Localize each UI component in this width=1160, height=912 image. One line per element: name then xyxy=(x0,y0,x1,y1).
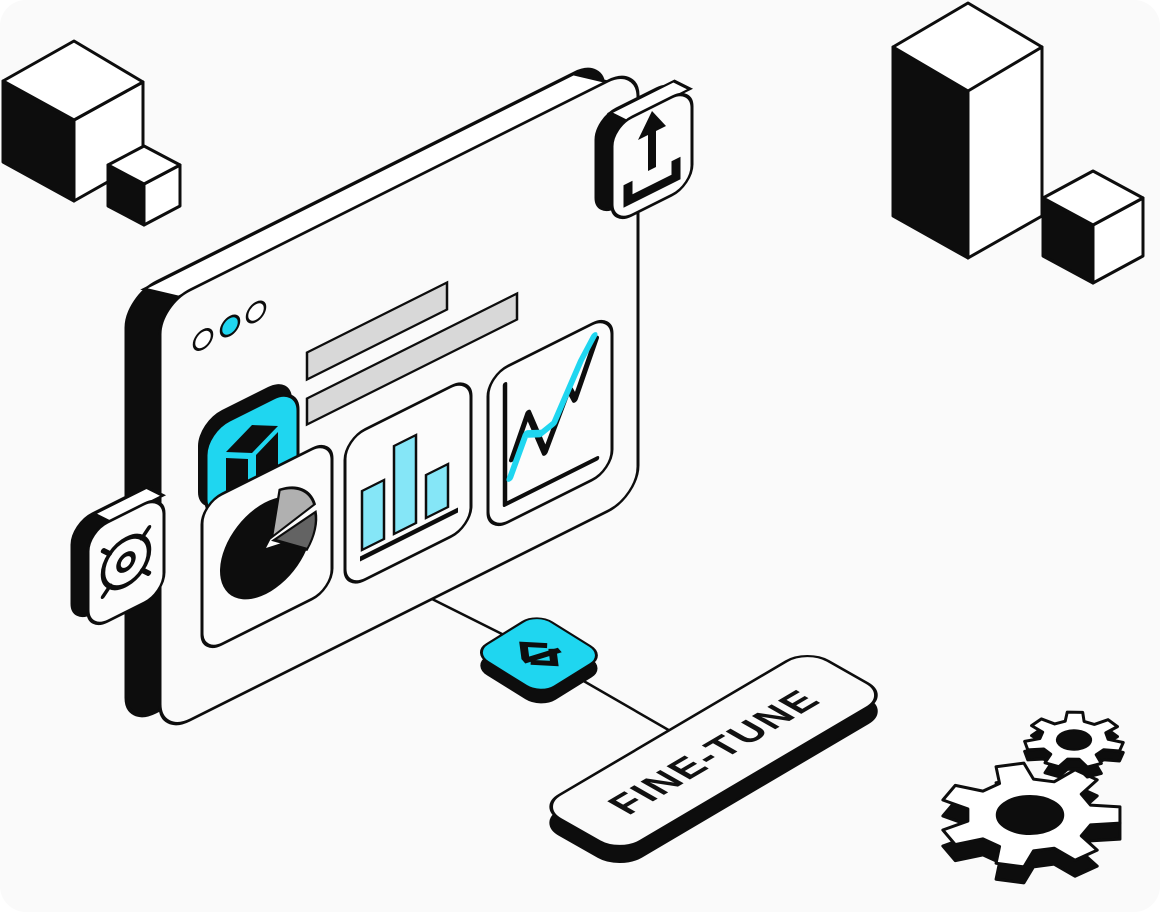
bar-chart-icon xyxy=(360,433,458,562)
decor-blocks-top-right xyxy=(891,1,1145,285)
decor-cubes-top-left xyxy=(1,39,182,227)
cube-icon xyxy=(106,144,182,227)
bar-chart-card[interactable] xyxy=(343,377,473,590)
pie-slice-secondary xyxy=(270,486,317,540)
upload-card[interactable] xyxy=(594,71,694,233)
code-chip[interactable] xyxy=(473,613,605,708)
upload-card-top-band xyxy=(606,79,694,123)
line-chart-card[interactable] xyxy=(486,314,614,532)
mini-bar xyxy=(424,462,450,520)
traffic-dot[interactable] xyxy=(192,326,214,353)
tall-block xyxy=(891,1,1044,260)
upload-icon xyxy=(623,111,681,208)
connector-window-to-code xyxy=(431,597,511,640)
gear-icon-large xyxy=(943,763,1120,883)
pie-slice-primary xyxy=(220,496,312,600)
spark-line-cyan xyxy=(506,332,598,482)
mini-bar xyxy=(360,478,386,552)
placeholder-bar xyxy=(305,291,519,427)
connector-code-to-finetune xyxy=(567,670,673,734)
cube-icon xyxy=(1041,169,1145,285)
placeholder-text-bars xyxy=(305,280,519,427)
traffic-dot[interactable] xyxy=(245,299,267,326)
pie-slice-tertiary xyxy=(271,510,318,551)
gear-icon-small xyxy=(1016,706,1133,784)
fine-tune-button[interactable]: FINE-TUNE xyxy=(539,649,888,869)
pie-chart-card[interactable] xyxy=(200,439,334,654)
chart-axes xyxy=(502,381,600,508)
window-traffic-dots[interactable] xyxy=(192,299,267,353)
bar-baseline xyxy=(360,507,458,562)
pie-chart-icon xyxy=(220,486,318,600)
dashboard-window xyxy=(70,67,694,726)
fine-tune-face[interactable] xyxy=(539,649,888,853)
connector-lines xyxy=(431,597,673,734)
target-icon xyxy=(100,524,152,600)
decor-gears xyxy=(943,706,1133,883)
line-chart-icon xyxy=(502,332,600,508)
code-icon xyxy=(519,641,562,667)
traffic-dot[interactable] xyxy=(219,313,241,340)
mini-bar xyxy=(392,433,418,536)
placeholder-bar xyxy=(305,280,449,382)
target-card[interactable] xyxy=(70,478,167,639)
target-card-top-band xyxy=(90,485,167,524)
